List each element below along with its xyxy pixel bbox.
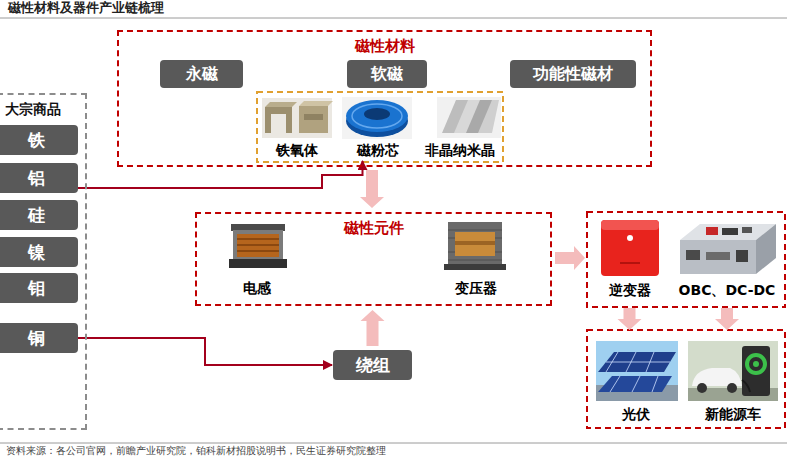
ferrite-picture (262, 98, 333, 138)
flow-arrow (618, 308, 642, 330)
product-tile: 磁粉芯 (340, 96, 415, 160)
title-rule (0, 18, 787, 19)
label-box: 铁 (0, 125, 78, 155)
group-heading: 磁性材料 (119, 37, 650, 55)
tile-label: 铁氧体 (276, 142, 318, 159)
tile-label: OBC、DC-DC (679, 282, 776, 299)
box-label: 钼 (28, 278, 45, 298)
obc-module-picture (680, 224, 776, 274)
tile-label: 磁粉芯 (357, 142, 399, 159)
label-box: 钼 (0, 273, 78, 303)
flow-arrow (361, 310, 385, 346)
tile-label: 光伏 (622, 406, 650, 423)
box-label: 铝 (28, 168, 45, 188)
chart-title: 磁性材料及器件产业链梳理 (8, 0, 164, 16)
device-group-outline (587, 212, 785, 307)
product-tile: 非晶纳米晶 (418, 96, 502, 160)
flow-arrow (555, 246, 585, 270)
supply-line (78, 338, 332, 365)
flow-arrow (360, 170, 384, 208)
source-caption: 资料来源：各公司官网，前瞻产业研究院，铂科新材招股说明书，民生证券研究院整理 (6, 445, 386, 457)
transformer-picture (444, 222, 506, 270)
inverter-picture (601, 220, 659, 276)
tile-label: 新能源车 (705, 406, 761, 423)
label-box: 功能性磁材 (510, 60, 636, 88)
label-box: 绕组 (333, 350, 412, 380)
box-label: 铁 (28, 130, 45, 150)
label-box: 铜 (0, 323, 78, 353)
product-tile: 电感 (222, 218, 292, 298)
amorphous-strip-picture (437, 97, 501, 138)
label-box: 硅 (0, 200, 78, 230)
box-label: 功能性磁材 (533, 64, 613, 84)
application-group-outline (587, 330, 785, 428)
group-heading: 大宗商品 (0, 101, 85, 118)
dashed-group: 电感 变压器 磁性元件 (195, 212, 552, 306)
tile-label: 逆变器 (609, 282, 651, 299)
label-box: 铝 (0, 163, 78, 193)
inductor-picture (229, 224, 287, 268)
product-tile: OBC、DC-DC (672, 216, 782, 300)
dashed-group: 永磁 软磁 功能性磁材铁氧体 磁粉芯 非晶纳米晶 磁性材料 (117, 30, 652, 167)
tile-label: 变压器 (455, 280, 497, 297)
product-tile: 铁氧体 (258, 96, 336, 160)
product-tile: 新能源车 (685, 336, 781, 424)
ev-charging-picture (688, 341, 778, 401)
box-label: 永磁 (186, 64, 218, 84)
product-tile: 逆变器 (592, 216, 667, 300)
soft-magnet-bracket (257, 92, 503, 162)
commodity-group: 铁铝硅镍钼铜 大宗商品 (0, 93, 87, 430)
label-box: 软磁 (347, 60, 427, 88)
product-tile: 变压器 (440, 218, 512, 298)
tile-label: 非晶纳米晶 (425, 142, 495, 159)
box-label: 镍 (28, 242, 45, 262)
box-label: 软磁 (371, 64, 403, 84)
flow-arrow (715, 308, 739, 330)
product-tile: 光伏 (592, 336, 680, 424)
group-heading: 磁性元件 (197, 219, 550, 237)
box-label: 硅 (28, 205, 45, 225)
label-box: 镍 (0, 237, 78, 267)
box-label: 绕组 (356, 355, 390, 375)
box-label: 铜 (28, 328, 45, 348)
caption-rule (0, 443, 787, 444)
label-box: 永磁 (160, 60, 243, 88)
tile-label: 电感 (243, 280, 271, 297)
toroid-picture (342, 97, 412, 139)
solar-picture (596, 341, 678, 401)
